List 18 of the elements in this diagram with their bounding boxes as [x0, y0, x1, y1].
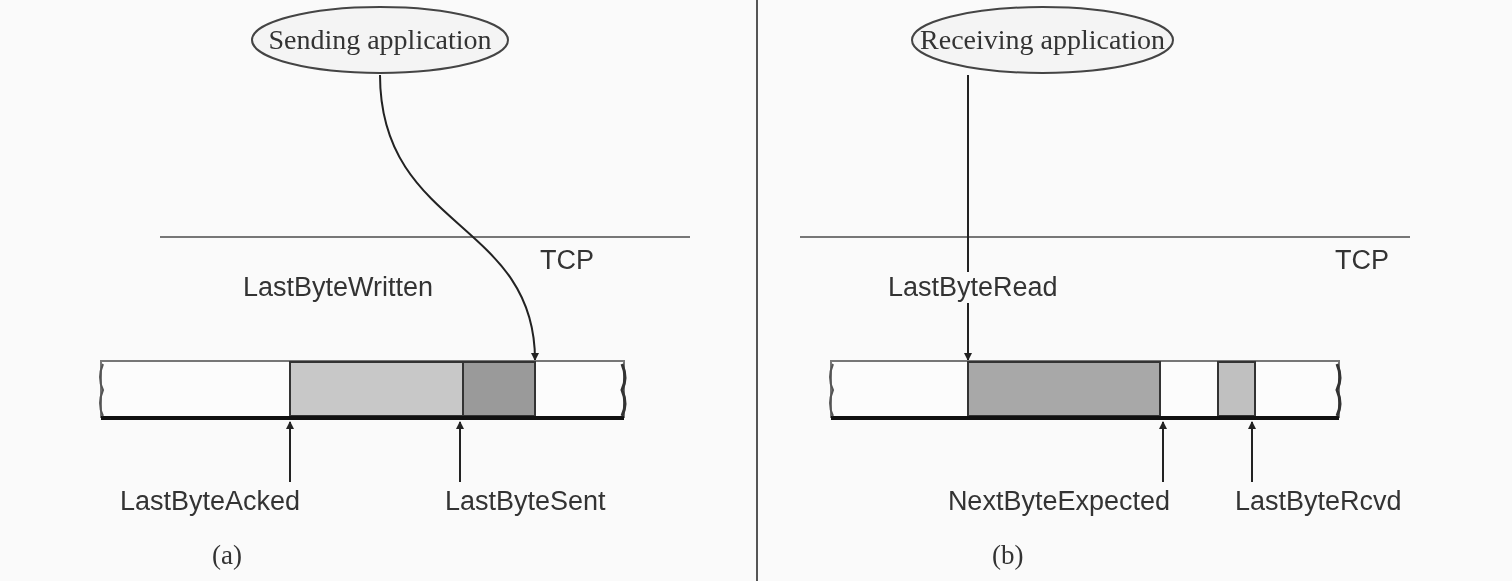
arrow [1248, 421, 1256, 483]
application-name: Sending application [267, 23, 493, 57]
application-name: Receiving application [919, 23, 1166, 57]
application-ellipse [910, 5, 1175, 75]
pointer-label: NextByteExpected [815, 482, 1170, 520]
arrow [379, 74, 539, 361]
layer-label: TCP [1335, 245, 1389, 276]
arrow [286, 421, 294, 483]
arrow [456, 421, 464, 483]
application-ellipse [250, 5, 510, 75]
pointer-label: LastByteAcked [10, 482, 300, 520]
layer-label: TCP [540, 245, 594, 276]
pointer-label: LastByteRcvd [1235, 482, 1507, 520]
pointer-label: LastByteSent [445, 482, 710, 520]
arrow [1159, 421, 1167, 483]
arrow [964, 74, 972, 361]
panel-label: (b) [992, 540, 1024, 571]
panel-label: (a) [212, 540, 242, 571]
